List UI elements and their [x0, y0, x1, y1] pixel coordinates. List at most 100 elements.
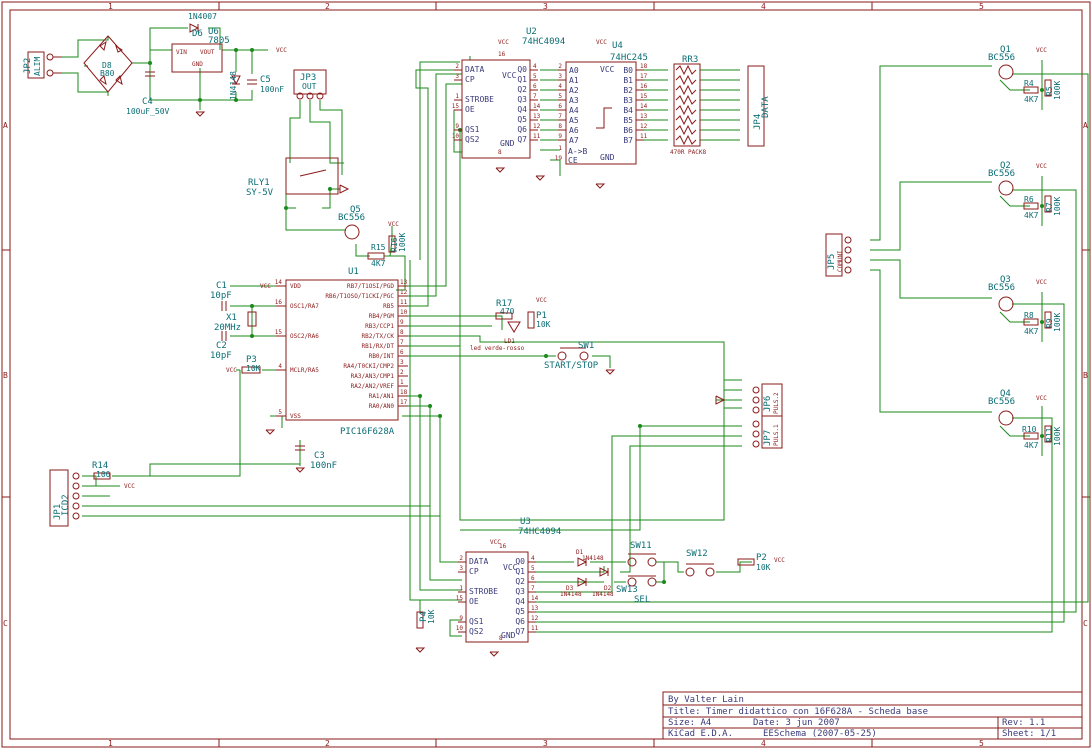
q2-value: BC556 [988, 169, 1015, 179]
u1-ref: U1 [348, 267, 359, 277]
u1-pin-number: 11 [400, 299, 408, 306]
u1-pin-label: RB0/INT [369, 353, 395, 360]
pin-number: 9 [459, 615, 463, 622]
regulator-u6: U6 7805 VIN VOUT GND [171, 27, 230, 73]
u6-vin: VIN [176, 49, 187, 56]
resistor-r8: R8 4K7 [1023, 311, 1039, 336]
pin-number: 6 [533, 83, 537, 90]
grid-top-5: 5 [979, 2, 984, 11]
u1-pin-label: OSC2/RA6 [290, 333, 319, 340]
u4-pin-number: 1 [558, 145, 562, 152]
u1-pin-number: 5 [278, 409, 282, 416]
pin-label: DATA [465, 65, 484, 74]
u4-pin-label: A1 [569, 76, 579, 85]
jp7-value: PULS.1 [773, 424, 780, 446]
pin-number: 7 [533, 93, 537, 100]
vcc-label: VCC [124, 483, 135, 490]
gnd-pin-label: GND [500, 139, 515, 148]
jp1-value: ICD2 [61, 494, 71, 516]
pin-number: 15 [456, 595, 464, 602]
u6-gnd: GND [192, 61, 203, 68]
pin-number: 9 [455, 123, 459, 130]
r5-ref: R5 [1045, 86, 1054, 96]
u4-pin-number: 17 [640, 73, 648, 80]
p4-value: 10K [427, 609, 436, 624]
grid-right-b: B [1083, 371, 1088, 380]
ic-u1: U1 PIC16F628A 16OSC1/RA715OSC2/RA64MCLR/… [275, 267, 408, 437]
c5-ref: C5 [260, 75, 271, 85]
pin-label: OE [465, 105, 475, 114]
p2-ref: P2 [756, 553, 767, 563]
resistor-r4: R4 4K7 [1023, 79, 1039, 104]
diode-d5: 1N4148 [229, 71, 241, 100]
jp3-value: OUT [302, 82, 317, 91]
u4-pin-label: B6 [623, 126, 633, 135]
transistor-q4: Q4 BC556 [988, 389, 1015, 426]
r10-ref: R10 [1022, 425, 1037, 434]
pin-number: 3 [459, 565, 463, 572]
pin-label: Q4 [517, 105, 527, 114]
switch-sw11: SW11 [627, 541, 657, 567]
vcc-label: VCC [276, 47, 287, 54]
pin-number: 13 [533, 113, 541, 120]
vcc-label: VCC [1036, 279, 1047, 286]
transistor-q2: Q2 BC556 [988, 161, 1015, 196]
p1-value: 10K [536, 320, 551, 329]
q5-ref: Q5 [350, 205, 361, 215]
pin-number: 12 [533, 123, 541, 130]
grid-top-4: 4 [761, 2, 766, 11]
u1-pin-number: 13 [400, 279, 408, 286]
pin-label: DATA [469, 557, 488, 566]
grid-top-3: 3 [543, 2, 548, 11]
connector-jp4: JP4 DATA [747, 65, 771, 147]
connector-jp2: JP2 ALIM [23, 51, 62, 79]
jp5-value: COMUNI [837, 250, 844, 272]
rly1-ref: RLY1 [248, 178, 270, 188]
ld1-value: led verde-rosso [470, 345, 525, 352]
rr3-ref: RR3 [682, 55, 698, 65]
jp2-ref: JP2 [23, 58, 33, 74]
vcc-label: VCC [226, 367, 237, 374]
resistor-r17: R17 470 [495, 299, 515, 320]
pin-label: STROBE [469, 587, 498, 596]
u4-pin-number: 4 [558, 83, 562, 90]
vcc-pin-label: VCC [502, 71, 517, 80]
d6-ref: D6 [192, 29, 203, 39]
u4-pin-number: 3 [558, 73, 562, 80]
r8-value: 4K7 [1024, 327, 1039, 336]
jp4-ref: JP4 [753, 114, 763, 130]
title-text: Title: Timer didattico con 16F628A - Sch… [668, 707, 928, 717]
d2-ref: D2 [604, 585, 612, 592]
r7-value: 100K [1053, 197, 1062, 216]
sw12-ref: SW12 [686, 549, 708, 559]
capacitor-c4: C4 100uF_50V [126, 71, 170, 116]
switch-sw1: SW1 START/STOP [544, 341, 599, 371]
q2-ref: Q2 [1000, 161, 1011, 171]
r4-ref: R4 [1024, 79, 1034, 88]
d1-value: 1N4148 [582, 555, 604, 562]
pin-label: Q1 [515, 567, 525, 576]
pin-number: 6 [531, 575, 535, 582]
pin-label: QS1 [469, 617, 484, 626]
resistor-r15: R15 4K7 [367, 243, 386, 268]
r9-ref: R9 [1045, 318, 1054, 328]
bridge-value: B80 [100, 69, 115, 78]
u1-pin-label: RA3/AN3/CMP1 [351, 373, 395, 380]
u1-pin-number: 4 [278, 363, 282, 370]
diode-d3: D3 1N4148 [560, 577, 588, 598]
pin-number: 11 [531, 625, 539, 632]
pin-label: Q0 [517, 65, 527, 74]
pin-label: Q3 [515, 587, 525, 596]
r7-ref: R7 [1045, 202, 1054, 212]
d2-value: 1N4148 [592, 591, 614, 598]
date-text: Date: 3 jun 2007 [753, 718, 840, 728]
resistor-p1: P1 10K [527, 311, 551, 329]
q5-value: BC556 [338, 213, 365, 223]
u4-pin-number: 8 [558, 123, 562, 130]
sw13-ref: SW13 [616, 585, 638, 595]
q1-ref: Q1 [1000, 45, 1011, 55]
capacitor-c2: C2 10pF [210, 331, 232, 361]
jp1-ref: JP1 [53, 504, 63, 520]
